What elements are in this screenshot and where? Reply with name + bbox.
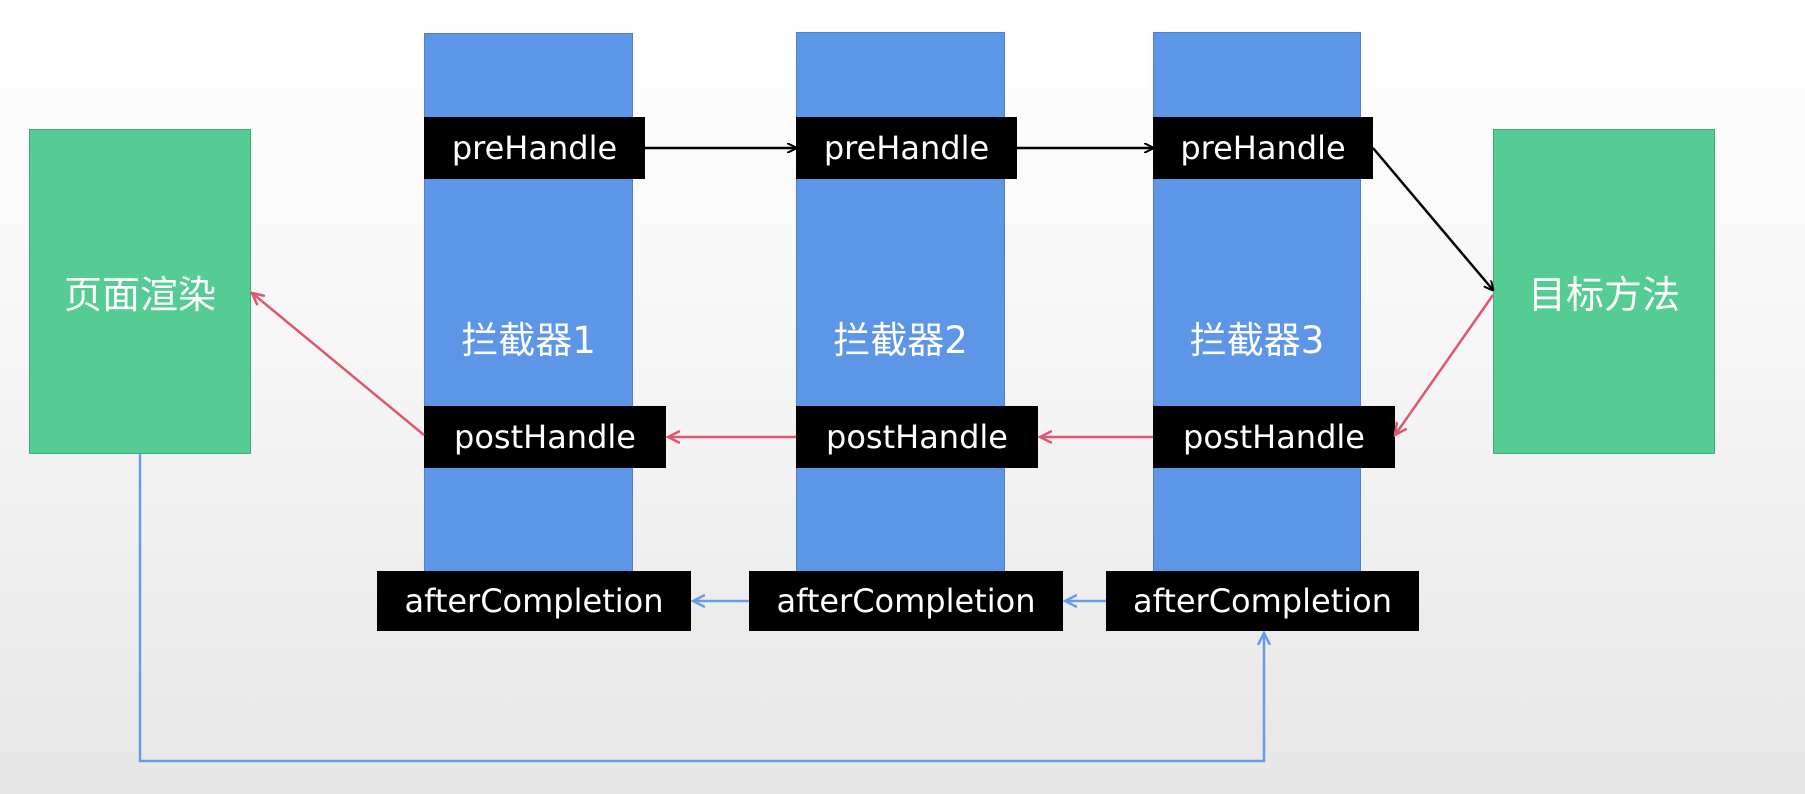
arrow-target-to-post-3	[1395, 294, 1495, 435]
interceptor-1-aftercompletion: afterCompletion	[377, 571, 691, 631]
arrow-render-to-after-3	[138, 454, 1264, 763]
page-render-node: 页面渲染	[29, 129, 251, 454]
interceptor-1-label: 拦截器1	[461, 319, 596, 362]
interceptor-3-label: 拦截器3	[1189, 319, 1325, 362]
target-method-node: 目标方法	[1493, 129, 1715, 454]
interceptor-3-prehandle: preHandle	[1153, 117, 1373, 179]
interceptor-2-aftercompletion: afterCompletion	[749, 571, 1063, 631]
interceptor-3-aftercompletion: afterCompletion	[1106, 571, 1419, 631]
interceptor-1-prehandle: preHandle	[424, 117, 645, 179]
interceptor-2-prehandle: preHandle	[796, 117, 1017, 179]
arrow-post-1-to-render	[252, 293, 425, 436]
interceptor-1-posthandle: postHandle	[424, 406, 666, 468]
interceptor-2-posthandle: postHandle	[796, 406, 1038, 468]
arrow-pre-3-to-target	[1372, 147, 1493, 290]
target-method-label: 目标方法	[1527, 273, 1680, 317]
page-render-label: 页面渲染	[63, 273, 216, 317]
interceptor-2-label: 拦截器2	[833, 319, 968, 362]
interceptor-3-posthandle: postHandle	[1153, 406, 1395, 468]
